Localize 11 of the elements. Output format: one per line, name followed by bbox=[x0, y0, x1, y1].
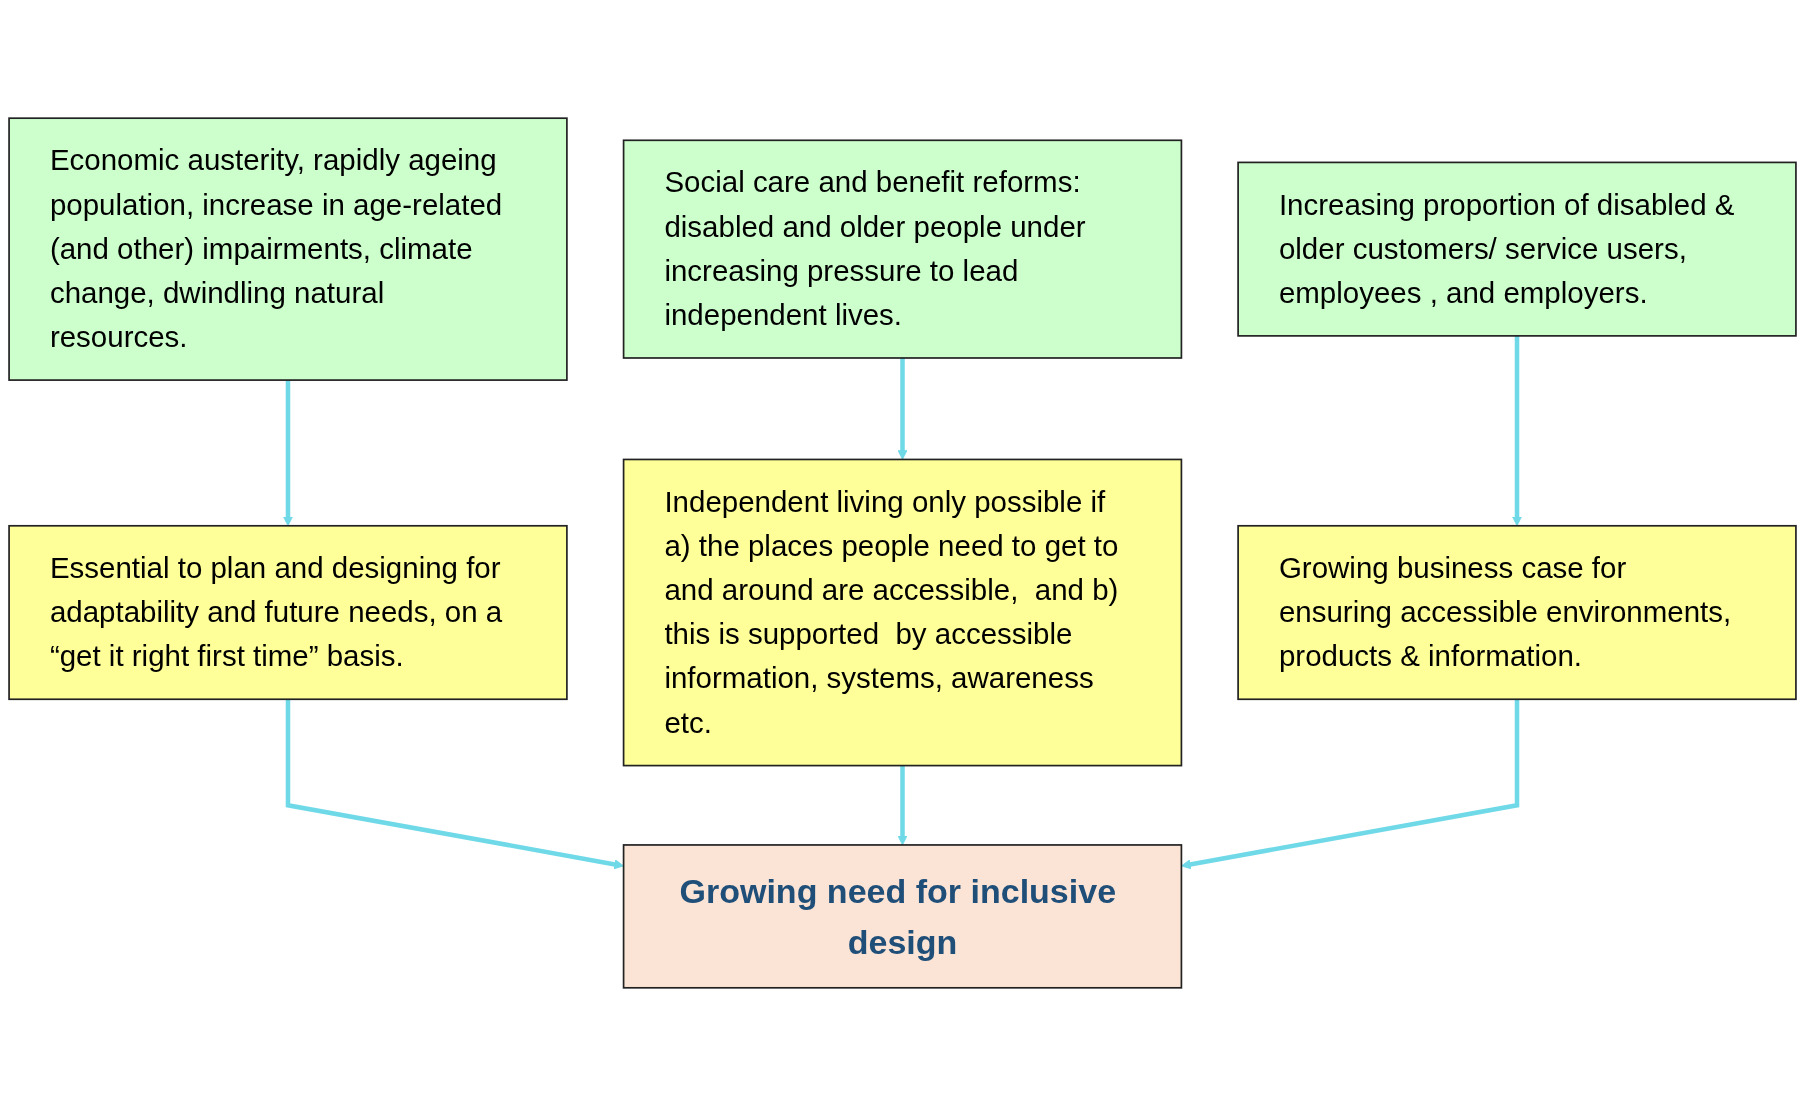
node-box: Growing business case for ensuring accessible environments, products & information. bbox=[1237, 524, 1797, 701]
node-box: Independent living only possible if a) the places people need to get to and around are accessible, and b) this is supported by accessible information, systems, awareness etc. bbox=[622, 458, 1183, 767]
arrow bbox=[897, 358, 908, 460]
node-box: Social care and benefit reforms: disabled and older people under increasing pressure to lead independent lives. bbox=[622, 139, 1183, 359]
node-box: Essential to plan and designing for adaptability and future needs, on a “get it right first time” basis. bbox=[8, 524, 568, 701]
node-box: Economic austerity, rapidly ageing population, increase in age-related (and other) impairments, climate change, dwindling natural resources. bbox=[8, 117, 568, 381]
node-box: Increasing proportion of disabled & older customers/ service users, employees , and employers. bbox=[1237, 161, 1797, 337]
arrow bbox=[283, 380, 293, 527]
node-box: Growing need for inclusive design bbox=[622, 844, 1183, 989]
arrow bbox=[1512, 335, 1522, 527]
arrow bbox=[897, 765, 908, 846]
